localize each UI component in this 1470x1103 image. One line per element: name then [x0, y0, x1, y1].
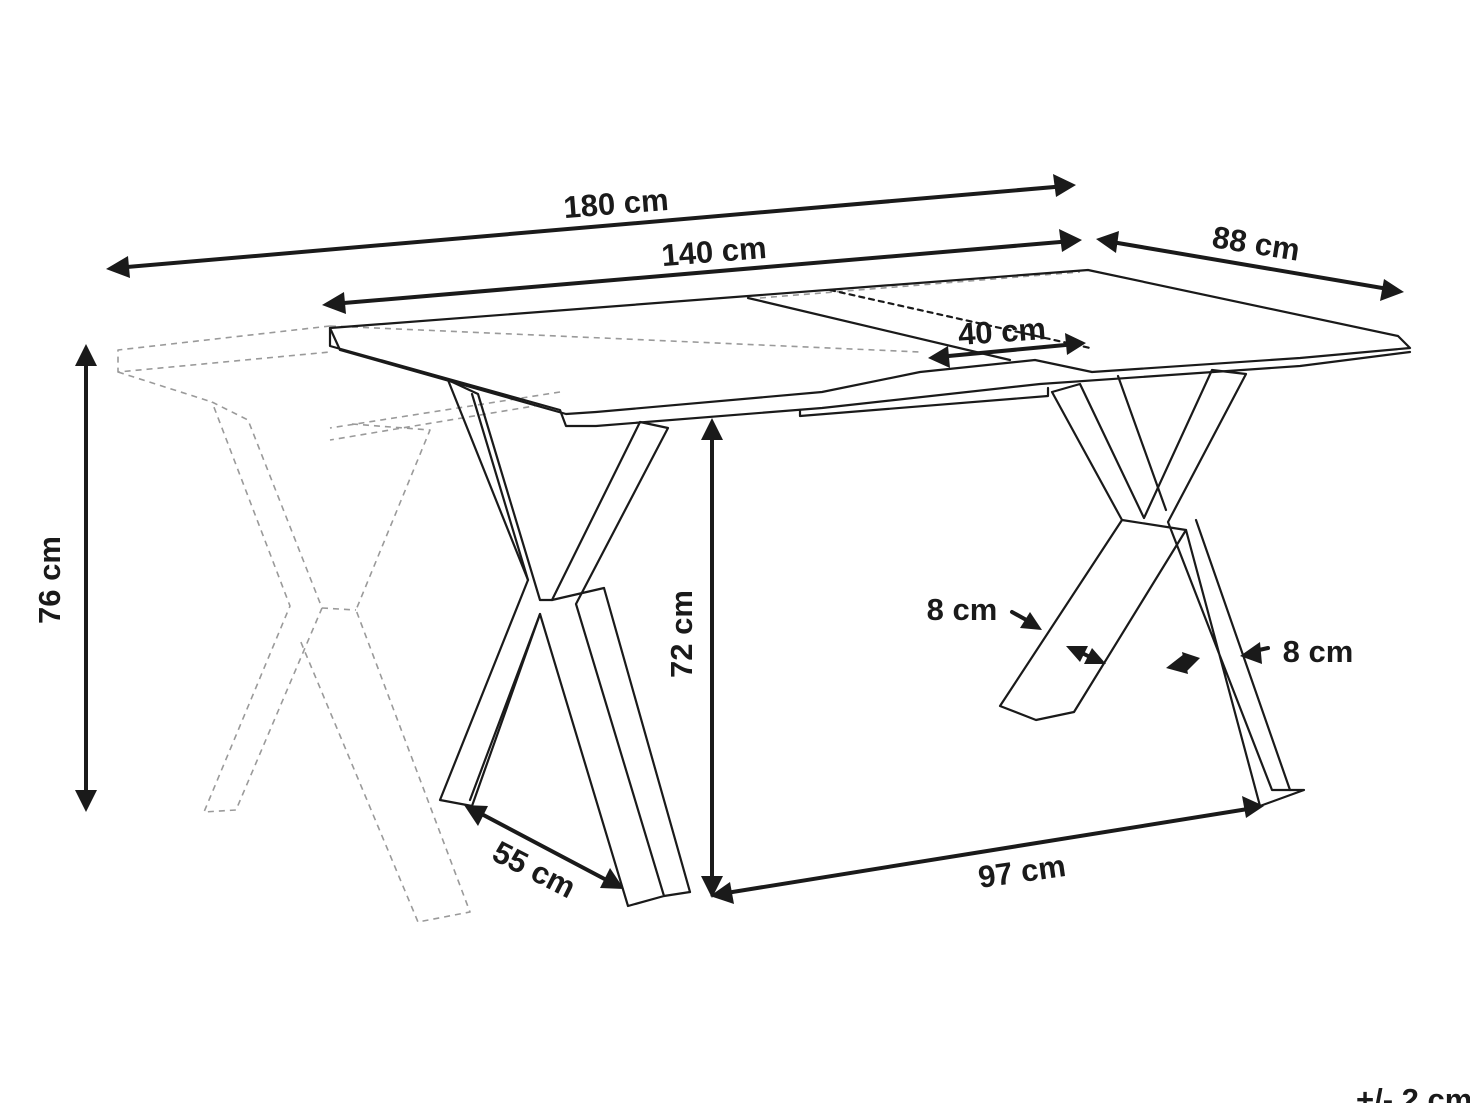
leg-thickness-front-label: 8 cm [927, 592, 998, 627]
underframe-height-dimension [701, 418, 723, 898]
foot-depth-label: 55 cm [487, 834, 581, 905]
left-x-leg [438, 378, 692, 908]
leg-thickness-side-label: 8 cm [1283, 634, 1354, 669]
extended-length-label: 180 cm [562, 182, 670, 225]
dimension-lines [75, 174, 1404, 904]
underframe-height-label: 72 cm [664, 590, 699, 678]
leg-spacing-dimension [710, 796, 1264, 904]
extended-length-dimension [106, 174, 1076, 278]
extension-leaf-dimension [928, 333, 1086, 368]
dimension-labels: 180 cm 140 cm 88 cm 40 cm 76 cm 72 cm 8 … [32, 182, 1470, 1103]
leg-thickness-front-dimension [1010, 610, 1106, 664]
total-height-label: 76 cm [32, 536, 67, 624]
length-dimension [322, 229, 1082, 314]
depth-dimension [1096, 231, 1404, 301]
right-x-leg [998, 368, 1306, 808]
table-top [328, 268, 1412, 428]
tolerance-note: +/- 2 cm [1356, 1082, 1470, 1103]
extension-leaf-label: 40 cm [957, 311, 1047, 352]
leg-thickness-side-dimension [1166, 642, 1270, 674]
extended-table-ghost [117, 271, 1081, 923]
length-label: 140 cm [660, 230, 768, 273]
foot-depth-dimension [464, 805, 624, 889]
total-height-dimension [75, 344, 97, 812]
leg-spacing-label: 97 cm [976, 848, 1068, 895]
